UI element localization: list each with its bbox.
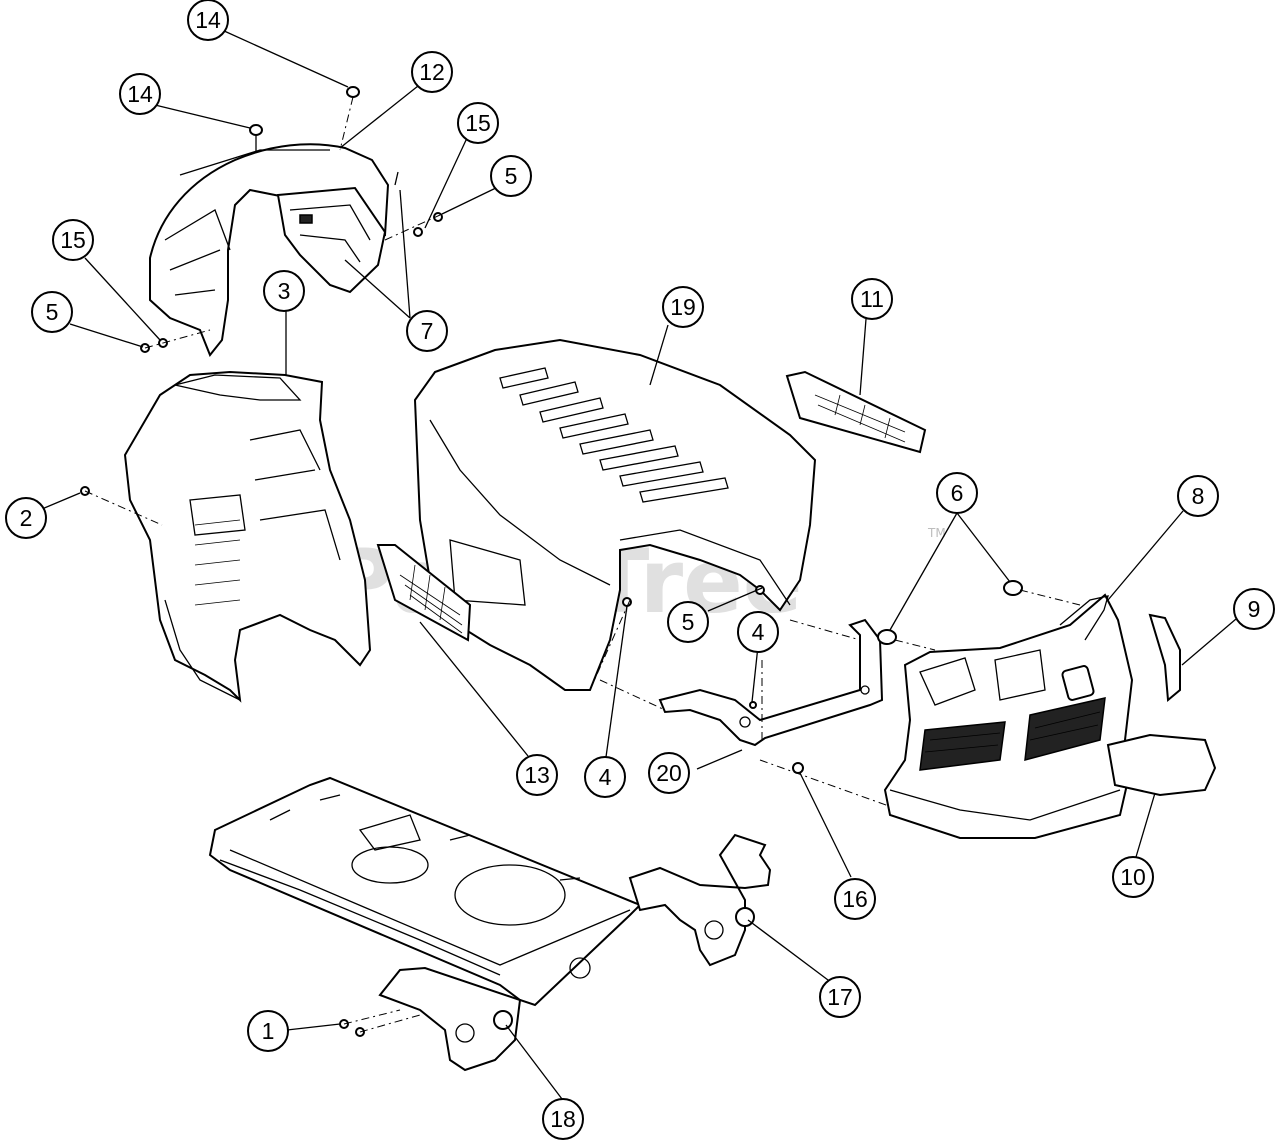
svg-text:11: 11 — [860, 286, 884, 312]
svg-text:15: 15 — [465, 110, 491, 136]
callout-leaders — [41, 29, 1237, 1100]
callout-4[interactable]: 4 — [584, 756, 626, 798]
callout-15[interactable]: 15 — [52, 219, 94, 261]
washer-screw-part — [140, 329, 211, 353]
callout-1[interactable]: 1 — [247, 1010, 289, 1052]
svg-text:2: 2 — [20, 505, 33, 531]
callout-8[interactable]: 8 — [1177, 475, 1219, 517]
callout-18[interactable]: 18 — [542, 1098, 584, 1140]
callout-3[interactable]: 3 — [263, 270, 305, 312]
callout-16[interactable]: 16 — [834, 878, 876, 920]
callout-10[interactable]: 10 — [1112, 856, 1154, 898]
svg-text:10: 10 — [1120, 864, 1146, 890]
callout-5[interactable]: 5 — [490, 155, 532, 197]
bracket-fastener-part — [759, 759, 901, 811]
frame-bracket-part — [628, 833, 772, 967]
callout-15[interactable]: 15 — [457, 102, 499, 144]
svg-text:4: 4 — [599, 764, 612, 790]
svg-text:5: 5 — [505, 163, 518, 189]
svg-text:5: 5 — [46, 299, 59, 325]
side-grille-part — [376, 544, 472, 642]
callout-14[interactable]: 14 — [119, 73, 161, 115]
svg-text:15: 15 — [60, 227, 86, 253]
callout-9[interactable]: 9 — [1233, 588, 1275, 630]
svg-text:1: 1 — [262, 1018, 275, 1044]
front-bumper-part — [883, 593, 1134, 839]
svg-text:8: 8 — [1192, 483, 1205, 509]
plug-part — [877, 580, 1081, 651]
callout-5[interactable]: 5 — [31, 291, 73, 333]
svg-text:17: 17 — [827, 984, 853, 1010]
watermark-trademark: TM — [927, 526, 946, 540]
callout-12[interactable]: 12 — [411, 51, 453, 93]
svg-text:20: 20 — [656, 760, 682, 786]
svg-text:19: 19 — [670, 294, 696, 320]
svg-text:14: 14 — [127, 81, 153, 107]
axle-bracket-part — [378, 966, 522, 1072]
svg-text:16: 16 — [842, 886, 868, 912]
svg-text:13: 13 — [524, 762, 550, 788]
frame-part — [208, 776, 642, 1007]
callout-5[interactable]: 5 — [667, 601, 709, 643]
frame-bolt-part — [339, 1009, 421, 1037]
callout-20[interactable]: 20 — [648, 752, 690, 794]
dash-tower-part — [123, 370, 372, 703]
callout-17[interactable]: 17 — [819, 976, 861, 1018]
screw-part — [80, 486, 163, 526]
callout-13[interactable]: 13 — [516, 754, 558, 796]
callout-11[interactable]: 11 — [851, 278, 893, 320]
callout-19[interactable]: 19 — [662, 286, 704, 328]
side-trim-part — [1148, 613, 1181, 702]
callout-4[interactable]: 4 — [737, 611, 779, 653]
hood-part — [413, 338, 817, 691]
svg-text:14: 14 — [195, 7, 221, 33]
svg-text:12: 12 — [419, 59, 445, 85]
svg-text:3: 3 — [278, 278, 291, 304]
callout-2[interactable]: 2 — [5, 497, 47, 539]
callout-6[interactable]: 6 — [936, 472, 978, 514]
svg-text:18: 18 — [550, 1106, 576, 1132]
knob-part — [249, 86, 360, 152]
callouts: 14 14 12 15 5 15 5 3 7 19 11 2 6 8 9 5 4… — [5, 0, 1275, 1140]
svg-text:4: 4 — [752, 619, 765, 645]
svg-text:9: 9 — [1248, 596, 1261, 622]
top-grille-part — [785, 370, 927, 454]
washer-screw-part — [384, 171, 443, 241]
callout-14[interactable]: 14 — [187, 0, 229, 41]
svg-text:6: 6 — [951, 480, 964, 506]
svg-text:5: 5 — [682, 609, 695, 635]
bumper-cover-part — [1106, 733, 1217, 797]
svg-text:7: 7 — [421, 318, 434, 344]
callout-7[interactable]: 7 — [406, 310, 448, 352]
rear-fender-part — [149, 143, 390, 357]
hood-bracket-part — [658, 618, 884, 747]
